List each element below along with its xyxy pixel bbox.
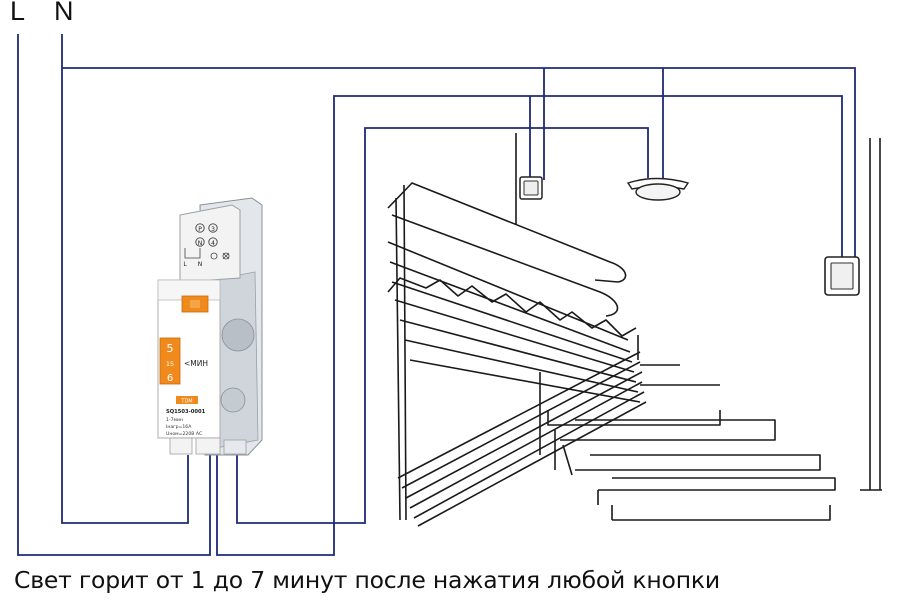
- wire-l: [17, 34, 211, 556]
- model-label: SQ1503-0001: [166, 409, 206, 415]
- wire-n: [61, 34, 189, 524]
- wiring-lines: [17, 34, 856, 556]
- terminal-label-l-small: L: [183, 261, 187, 268]
- spec-current: Iнагр=16А: [166, 424, 192, 430]
- terminal-label-p: P: [198, 226, 202, 233]
- dial-value-top: 5: [167, 342, 174, 355]
- terminal-label-n-small: N: [198, 261, 203, 268]
- spec-time: 1-7мин: [166, 417, 183, 423]
- ceiling-lamp: [626, 177, 690, 201]
- wire-lamp-out: [236, 127, 649, 524]
- wire-n-bus: [62, 67, 856, 262]
- wire-control: [216, 95, 843, 556]
- neutral-terminal-label: N: [54, 0, 74, 26]
- staircase-illustration: [387, 133, 882, 527]
- spec-voltage: Uном=220В АС: [166, 431, 202, 437]
- brand-label: TDM: [180, 399, 192, 405]
- terminal-label-4: 4: [211, 240, 215, 247]
- push-button-switch-right: [824, 256, 860, 296]
- staircase-timer-device: P 3 N 4 L N 5 15 6 <МИН TDM SQ1503-0001 …: [157, 197, 263, 456]
- terminal-label-n: N: [198, 240, 203, 247]
- terminal-label-3: 3: [211, 226, 215, 233]
- dial-unit-label: <МИН: [184, 359, 208, 368]
- dial-value-mid: 15: [166, 360, 174, 368]
- push-button-switch-left: [519, 176, 543, 200]
- diagram-caption: Свет горит от 1 до 7 минут после нажатия…: [14, 566, 720, 594]
- dial-value-bottom: 6: [167, 373, 173, 384]
- line-terminal-label: L: [10, 0, 26, 26]
